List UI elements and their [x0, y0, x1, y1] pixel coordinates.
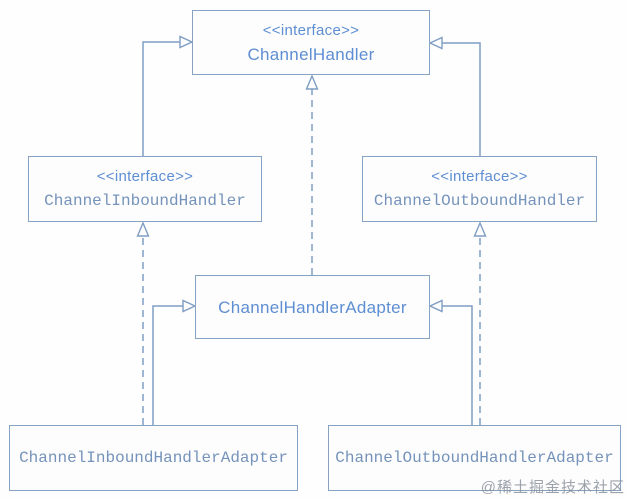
class-name: ChannelInboundHandlerAdapter: [19, 449, 288, 467]
class-box-channel-outbound-handler: <<interface>> ChannelOutboundHandler: [362, 156, 597, 222]
class-box-channel-inbound-handler: <<interface>> ChannelInboundHandler: [28, 156, 262, 222]
class-box-channel-inbound-handler-adapter: ChannelInboundHandlerAdapter: [9, 425, 298, 491]
stereotype-label: <<interface>>: [262, 21, 360, 39]
edge-outboundadapter-implements-outbound: [473, 221, 487, 425]
hollow-arrowhead-icon: [136, 221, 150, 237]
edge-outbound-extends-channelhandler: [428, 36, 481, 156]
class-name: ChannelHandler: [247, 44, 375, 64]
watermark-text: @稀土掘金技术社区: [480, 479, 625, 496]
class-name: ChannelInboundHandler: [44, 191, 246, 210]
class-name: ChannelOutboundHandler: [373, 191, 586, 210]
edge-inboundadapter-implements-inbound: [136, 221, 150, 425]
hollow-arrowhead-icon: [179, 35, 194, 49]
stereotype-label: <<interface>>: [96, 167, 194, 185]
hollow-arrowhead-icon: [428, 299, 443, 313]
class-box-channel-outbound-handler-adapter: ChannelOutboundHandlerAdapter: [328, 425, 621, 491]
class-box-channel-handler: <<interface>> ChannelHandler: [192, 10, 430, 75]
edge-inbound-extends-channelhandler: [142, 35, 194, 156]
class-name: ChannelOutboundHandlerAdapter: [335, 449, 614, 467]
edge-adapter-implements-channelhandler: [305, 74, 319, 275]
class-name: ChannelHandlerAdapter: [218, 297, 407, 317]
hollow-arrowhead-icon: [182, 299, 197, 313]
hollow-arrowhead-icon: [305, 74, 319, 90]
hollow-arrowhead-icon: [428, 36, 443, 50]
stereotype-label: <<interface>>: [431, 167, 528, 185]
edge-inboundadapter-extends-adapter: [152, 299, 197, 425]
edge-outboundadapter-extends-adapter: [428, 299, 473, 425]
class-box-channel-handler-adapter: ChannelHandlerAdapter: [195, 275, 430, 339]
hollow-arrowhead-icon: [473, 221, 487, 237]
